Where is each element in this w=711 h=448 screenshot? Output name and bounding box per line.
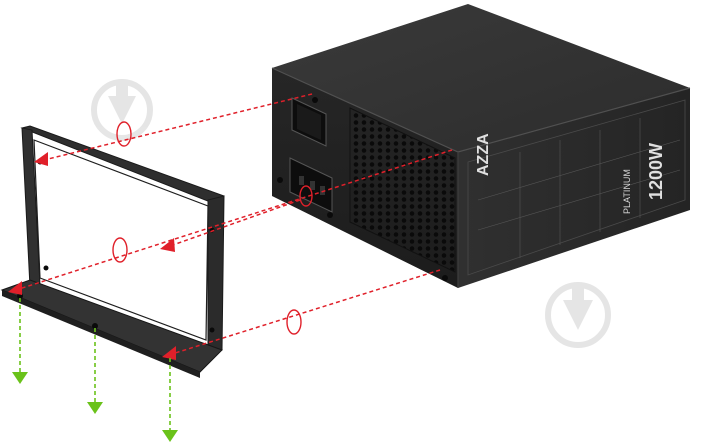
psu-screw-holes	[277, 97, 448, 281]
psu-spec-label	[467, 99, 686, 276]
series-label: PLATINUM	[622, 169, 632, 214]
psu-side-face	[458, 88, 690, 288]
watermark-icon	[91, 79, 153, 141]
watermark-icon	[545, 282, 611, 348]
mounting-bracket	[0, 125, 225, 378]
brand-label: AZZA	[475, 133, 492, 176]
down-arrow-icon	[19, 298, 171, 430]
alignment-arrows	[15, 93, 453, 355]
fan-grille	[350, 108, 455, 272]
red-arrowheads	[8, 152, 176, 360]
green-arrowheads	[12, 372, 178, 442]
screw-rotate-icon	[112, 121, 313, 335]
ac-inlet	[289, 157, 333, 213]
power-switch	[291, 97, 327, 147]
wattage-label: 1200W	[646, 143, 666, 200]
